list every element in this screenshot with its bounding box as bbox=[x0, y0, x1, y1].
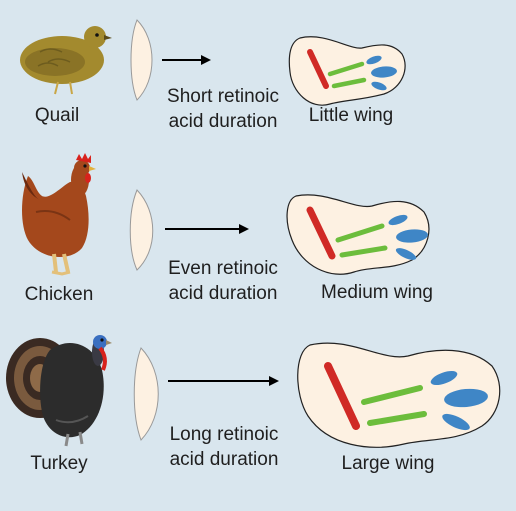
wing-label-medium: Medium wing bbox=[321, 282, 433, 303]
duration-label-turkey: Long retinoic acid duration bbox=[149, 422, 299, 472]
wing-label-large: Large wing bbox=[341, 453, 435, 474]
arrow-icon bbox=[168, 376, 279, 386]
duration-line2: acid duration bbox=[168, 111, 278, 132]
limb-bud-icon bbox=[130, 19, 153, 101]
bird-label-quail: Quail bbox=[34, 105, 80, 126]
duration-line2: acid duration bbox=[168, 283, 278, 304]
duration-label-chicken: Even retinoic acid duration bbox=[148, 256, 298, 306]
duration-line1: Long retinoic bbox=[169, 424, 279, 445]
bird-label-chicken: Chicken bbox=[24, 284, 94, 305]
duration-line1: Even retinoic bbox=[168, 258, 278, 279]
wing-label-little: Little wing bbox=[308, 105, 394, 126]
wing-skeleton-icon bbox=[297, 342, 501, 448]
arrow-icon bbox=[165, 224, 249, 234]
bird-label-turkey: Turkey bbox=[30, 453, 88, 474]
duration-line1: Short retinoic bbox=[167, 86, 279, 107]
limb-bud-icon bbox=[129, 189, 154, 271]
quail-icon bbox=[20, 26, 112, 95]
duration-label-quail: Short retinoic acid duration bbox=[148, 84, 298, 134]
wing-skeleton-icon bbox=[288, 36, 406, 106]
duration-line2: acid duration bbox=[169, 449, 279, 470]
chicken-icon bbox=[22, 153, 96, 276]
turkey-icon bbox=[6, 335, 112, 447]
wing-skeleton-icon bbox=[286, 194, 430, 275]
arrow-icon bbox=[162, 55, 211, 65]
limb-bud-icon bbox=[133, 347, 159, 441]
